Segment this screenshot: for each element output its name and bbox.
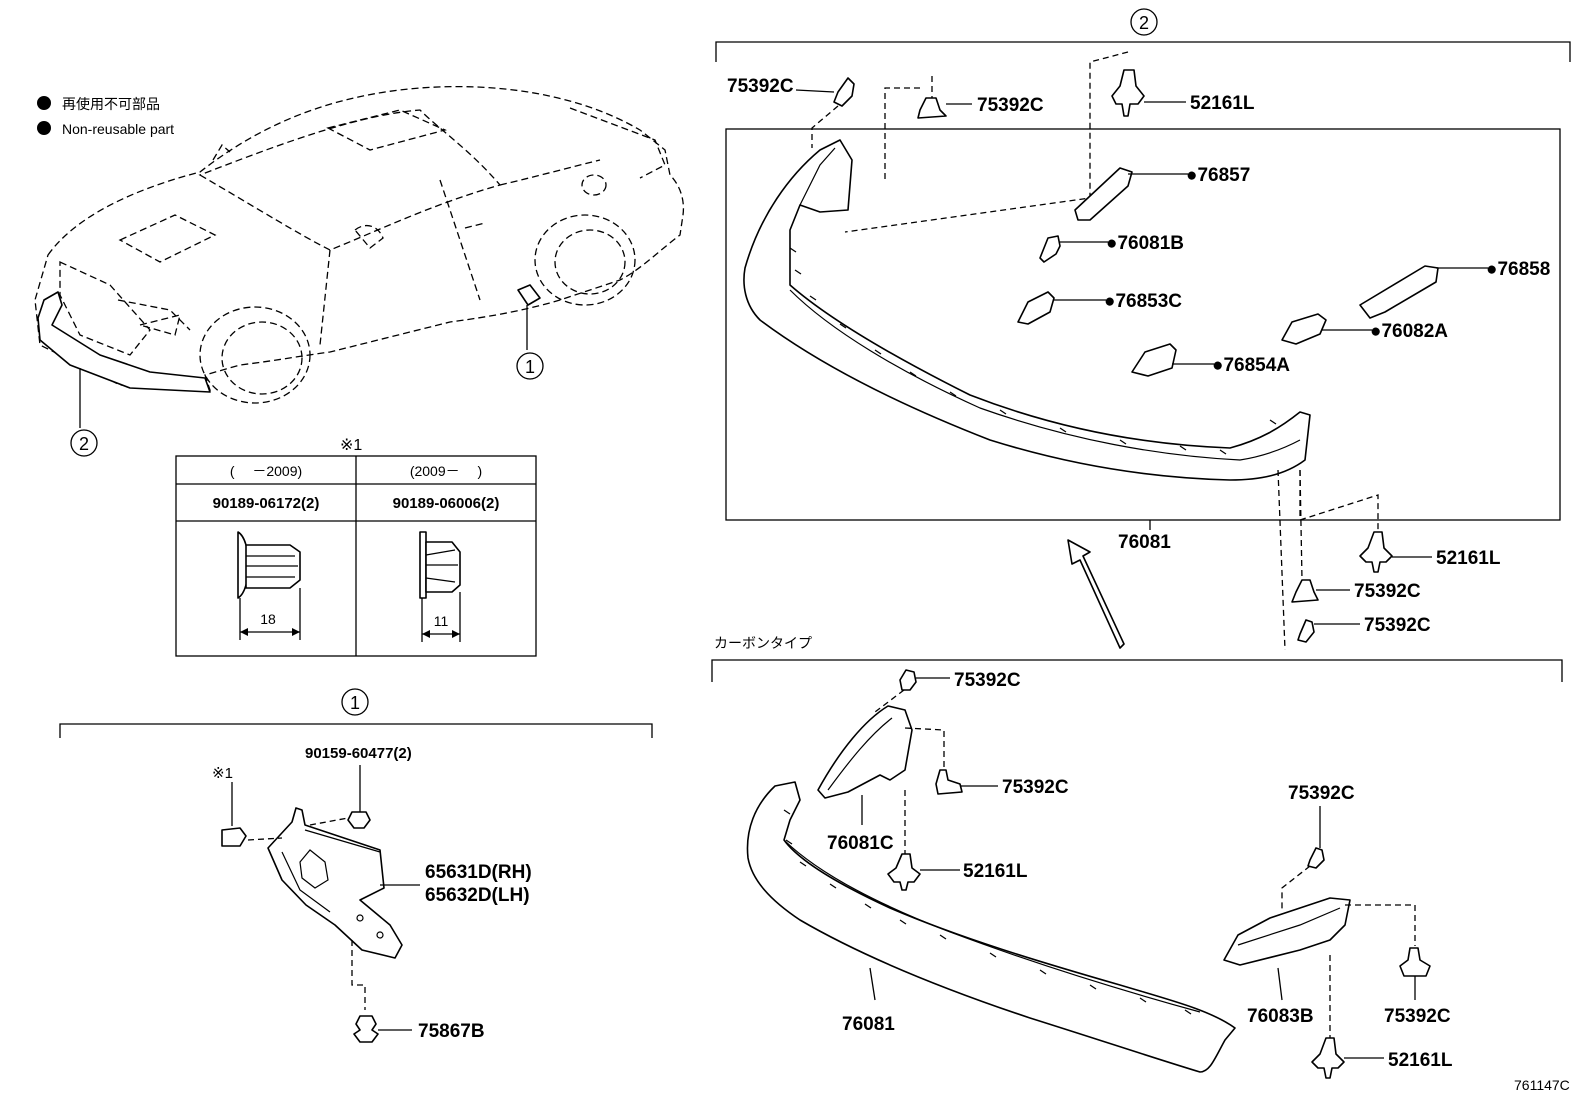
legend-en: Non-reusable part <box>62 121 174 137</box>
carbon-main-label: 76081 <box>842 1014 895 1035</box>
table-col1-part: 90189-06172(2) <box>213 495 320 512</box>
section-1: 1 90159-60477(2) ※1 65631D(RH) 65632D(LH… <box>59 688 653 1043</box>
clip-table: ※1 ( －2009) (2009－ ) 90189-06172(2) 9018… <box>175 437 537 657</box>
section1-lh-label: 65632D(LH) <box>425 885 530 906</box>
section1-ref-mark: ※1 <box>212 765 233 782</box>
legend-jp: 再使用不可部品 <box>62 96 160 112</box>
clip-11-dim: 11 <box>434 613 449 629</box>
s2-76858-label: ●76858 <box>1486 259 1550 280</box>
car-illustration <box>34 85 685 404</box>
s2-clip-r3-label: 75392C <box>1364 615 1431 636</box>
carbon-bracket-l-label: 76081C <box>827 833 894 854</box>
table-col1-period: ( －2009) <box>230 463 302 479</box>
s2-clip-a-label: 75392C <box>727 76 794 97</box>
s2-clip-b-label: 75392C <box>977 95 1044 116</box>
section-2-callout: 2 <box>1139 13 1149 33</box>
s2-clip-r2-label: 75392C <box>1354 581 1421 602</box>
table-col2-part: 90189-06006(2) <box>393 495 500 512</box>
carbon-c6-label: 52161L <box>1388 1050 1453 1071</box>
carbon-c5-label: 75392C <box>1288 783 1355 804</box>
carbon-type-section: カーボンタイプ 75392C 76081C 75392C 52161L 7608… <box>711 635 1563 1079</box>
carbon-bracket-r-label: 76083B <box>1247 1006 1314 1027</box>
section-1-callout: 1 <box>350 693 360 713</box>
section1-rh-label: 65631D(RH) <box>425 862 532 883</box>
s2-main-label: 76081 <box>1118 532 1171 553</box>
s2-76081b-label: ●76081B <box>1106 233 1184 254</box>
section-2: 2 75392C 75392C 52161L <box>715 8 1571 651</box>
section1-clip-label: 75867B <box>418 1021 485 1042</box>
clip-18-dim: 18 <box>260 611 276 627</box>
callout-2-number: 2 <box>79 434 89 454</box>
car-callout-2: 2 <box>70 368 98 457</box>
s2-76853c-label: ●76853C <box>1104 291 1182 312</box>
carbon-c3-label: 52161L <box>963 861 1028 882</box>
drawing-number: 761147C <box>1514 1077 1570 1093</box>
legend-dot-icon <box>37 121 51 135</box>
arrow-up-icon <box>1067 539 1125 649</box>
s2-clip-top-label: 52161L <box>1190 93 1255 114</box>
s2-76857-label: ●76857 <box>1186 165 1250 186</box>
carbon-c2-label: 75392C <box>1384 1006 1451 1027</box>
callout-1-number: 1 <box>525 357 535 377</box>
s2-76854a-label: ●76854A <box>1212 355 1290 376</box>
carbon-title: カーボンタイプ <box>714 635 812 651</box>
car-callout-1: 1 <box>516 305 544 380</box>
s2-76082a-label: ●76082A <box>1370 321 1448 342</box>
section1-bolt-label: 90159-60477(2) <box>305 745 412 762</box>
legend-dot-icon <box>37 96 51 110</box>
table-col2-period: (2009－ ) <box>410 463 482 479</box>
table-ref-mark: ※1 <box>340 437 362 454</box>
legend: 再使用不可部品 Non-reusable part <box>37 96 174 137</box>
carbon-c4-label: 75392C <box>1002 777 1069 798</box>
clip-11-drawing: 11 <box>419 531 461 642</box>
clip-18-drawing: 18 <box>237 531 301 640</box>
carbon-c1-label: 75392C <box>954 670 1021 691</box>
s2-clip-r1-label: 52161L <box>1436 548 1501 569</box>
